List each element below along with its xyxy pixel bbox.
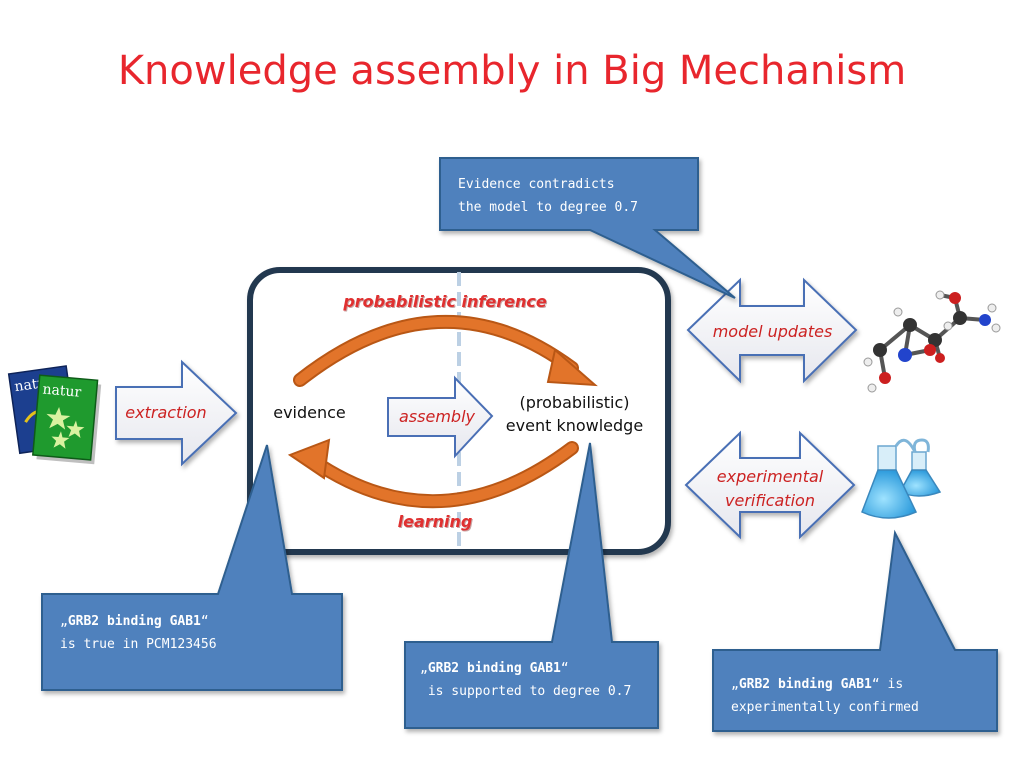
callout-right-line1: „GRB2 binding GAB1“ is [731,673,919,696]
callout-left-open-quote: „ [60,614,68,629]
callout-middle-shape [404,442,659,729]
assembly-label: assembly [399,407,475,426]
callout-top-text: Evidence contradicts the model to degree… [458,173,638,219]
learning-arrow [305,441,579,509]
verification-line2: verification [725,491,815,510]
extraction-label: extraction [125,403,207,422]
extraction-arrow [115,359,238,467]
callout-right-line2: experimentally confirmed [731,700,919,715]
callout-top-shape [439,157,736,299]
probabilistic-inference-label: probabilistic inference [343,292,547,311]
learning-arrowhead [287,438,331,480]
learning-label: learning [397,512,473,531]
flask-icon [861,438,942,519]
callout-middle-line2: is supported to degree 0.7 [420,684,632,699]
callout-middle-bold: GRB2 binding GAB1 [427,661,561,676]
event-knowledge-label: (probabilistic) event knowledge [492,391,657,437]
verification-label: experimental verification [700,465,840,513]
journal-icon: natur natur [7,365,102,465]
callout-right-close-quote: “ is [871,677,904,692]
callout-middle-line1: „GRB2 binding GAB1“ [420,657,631,680]
callout-left-line2: is true in PCM123456 [60,637,217,652]
callout-right-bold: GRB2 binding GAB1 [738,677,872,692]
callout-middle-open-quote: „ [420,661,428,676]
callout-middle-text: „GRB2 binding GAB1“ is supported to degr… [420,657,631,703]
callout-left-shape [41,444,343,691]
verification-line1: experimental [716,467,824,486]
callout-top-line1: Evidence contradicts [458,177,615,192]
verification-arrow [684,430,856,540]
assembly-arrow [387,375,494,459]
callout-left-line1: „GRB2 binding GAB1“ [60,610,217,633]
molecule-icon [863,290,1001,393]
model-updates-label: model updates [712,322,833,341]
callout-top-line2: the model to degree 0.7 [458,200,639,215]
callout-left-bold: GRB2 binding GAB1 [67,614,201,629]
page-title: Knowledge assembly in Big Mechanism [117,48,907,94]
model-updates-arrow [686,277,858,384]
callout-right-text: „GRB2 binding GAB1“ is experimentally co… [731,673,919,719]
inference-arrowhead [546,348,598,387]
callout-middle-close-quote: “ [560,661,569,676]
callout-left-close-quote: “ [200,614,209,629]
evidence-label: evidence [273,403,346,422]
callout-left-text: „GRB2 binding GAB1“ is true in PCM123456 [60,610,217,656]
callout-right-open-quote: „ [731,677,739,692]
event-knowledge-line1: (probabilistic) [519,393,630,412]
callout-right-shape [712,529,998,732]
journal-label-front: natur [42,382,82,401]
inference-arrow [293,314,579,387]
event-knowledge-line2: event knowledge [505,416,644,435]
